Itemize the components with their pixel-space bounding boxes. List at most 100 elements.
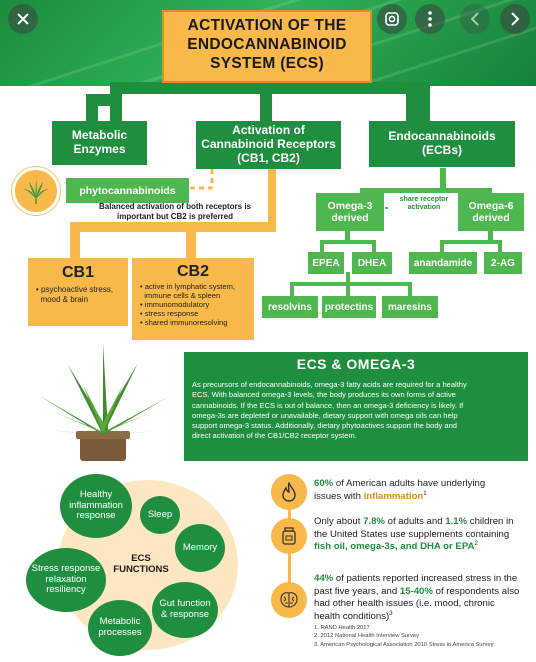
bottle-badge — [271, 518, 307, 554]
share-note-line-2: activation — [407, 203, 441, 211]
omega3-body-line-6: direct activation of the CB1/CB2 recepto… — [192, 431, 357, 441]
lens-icon — [385, 12, 399, 26]
next-image-button[interactable] — [500, 4, 530, 34]
balanced-note-line-2: important but CB2 is preferred — [116, 211, 233, 221]
stat3-highlight-1: 44% — [314, 573, 334, 584]
cb1-item-1: • psychoactive stress, — [36, 285, 114, 294]
omega3-line-1: Omega-3 — [327, 199, 373, 212]
stat3-highlight-2: 15-40% — [399, 585, 433, 597]
omega6-derived-box: Omega-6 derived — [458, 193, 524, 231]
function-sleep: Sleep — [140, 496, 180, 534]
cannabis-plant-illustration — [38, 343, 168, 461]
stat2-line2: the United States use supplements contai… — [314, 528, 510, 540]
previous-image-button[interactable] — [460, 4, 490, 34]
title-line-3: SYSTEM (ECS) — [210, 55, 324, 73]
metabolic-proc-line-2: processes — [98, 627, 142, 638]
share-receptor-note: share receptor activation — [388, 196, 460, 212]
phytocannabinoids-box: phytocannabinoids — [66, 178, 189, 203]
footnote-1: 1. RAND Health 2017 — [314, 625, 370, 631]
flame-badge — [271, 474, 307, 510]
function-stress-response: Stress response relaxation resiliency — [26, 548, 106, 612]
stat2-footnote-ref: 2 — [474, 541, 478, 548]
stat2-line3-green: fish oil, omega-3s, and DHA or EPA — [314, 541, 475, 553]
title-line-1: ACTIVATION OF THE — [187, 17, 347, 34]
cb1-box: CB1 • psychoactive stress, mood & brain — [28, 258, 128, 326]
cb2-item-2: immune cells & spleen — [140, 291, 221, 301]
omega3-body-line-5: support omega-3 status. Additionally, di… — [192, 421, 457, 430]
omega3-body-panel: As precursors of endocannabinoids, omega… — [184, 376, 528, 461]
gut-line-1: Gut function — [159, 598, 211, 610]
cb2-box: CB2 • active in lymphatic system, immune… — [132, 258, 254, 340]
endocannabinoids-box: Endocannabinoids (ECBs) — [369, 121, 515, 167]
function-metabolic-processes: Metabolic processes — [88, 600, 152, 656]
stat1-line2-pre: issues with — [314, 490, 364, 502]
close-icon — [17, 13, 29, 25]
omega3-heading: ECS & OMEGA-3 — [184, 352, 528, 376]
cannabinoid-receptors-box: Activation of Cannabinoid Receptors (CB1… — [196, 121, 341, 169]
omega3-body-line-3: cannabinoids. If the ECS is out of balan… — [192, 400, 464, 410]
balanced-activation-note: Balanced activation of both receptors is… — [80, 202, 270, 221]
omega3-body-line-4: omega-3s are depleted or unavailable, di… — [192, 410, 458, 420]
share-note-line-1: share receptor — [399, 196, 449, 203]
stat2-line1-mid: of adults and — [384, 516, 446, 527]
epea-box: EPEA — [308, 252, 344, 274]
gut-line-2: & response — [160, 609, 210, 620]
stat1-footnote-ref: 1 — [423, 490, 427, 497]
stat3-line3: had other health issues (i.e. mood, chro… — [314, 598, 495, 610]
stat-stress: 44% of patients reported increased stres… — [314, 573, 530, 624]
anandamide-box: anandamide — [409, 252, 477, 274]
stat3-line4: health conditions) — [314, 611, 390, 623]
ecbs-line-2: (ECBs) — [421, 143, 462, 157]
dhea-box: DHEA — [352, 252, 392, 274]
brain-badge — [271, 582, 307, 618]
metabolic-enzymes-line-1: Metabolic — [71, 128, 128, 143]
more-options-button[interactable] — [415, 4, 445, 34]
metabolic-enzymes-box: Metabolic Enzymes — [52, 121, 147, 165]
resolvins-box: resolvins — [262, 296, 318, 318]
balanced-note-line-1: Balanced activation of both receptors is — [98, 202, 252, 211]
cannabis-leaf-badge — [12, 167, 60, 215]
stress-line-1: Stress response — [31, 563, 101, 575]
healthy-line-3: response — [76, 510, 116, 522]
stress-line-2: relaxation — [45, 573, 87, 585]
supplement-bottle-icon — [282, 527, 296, 545]
cb1-item-2: mood & brain — [36, 295, 89, 304]
brain-icon — [280, 592, 298, 608]
stat1-line1-rest: of American adults have underlying — [333, 478, 486, 489]
omega6-line-1: Omega-6 — [468, 199, 514, 212]
cb2-item-1: • active in lymphatic system, — [140, 282, 236, 291]
stat3-line1-rest: of patients reported increased stress in… — [333, 573, 518, 584]
stat2-line1-pre: Only about — [314, 516, 364, 527]
omega6-line-2: derived — [472, 212, 510, 224]
stat-supplements: Only about 7.8% of adults and 1.1% child… — [314, 516, 530, 554]
stress-line-3: resiliency — [46, 584, 86, 596]
flame-icon — [282, 482, 296, 502]
protectins-box: protectins — [322, 296, 376, 318]
footnote-2: 2. 2012 National Health Interview Survey — [314, 633, 420, 640]
omega3-body-line-1: As precursors of endocannabinoids, omega… — [192, 380, 467, 389]
metabolic-proc-line-1: Metabolic — [99, 616, 141, 628]
close-button[interactable] — [8, 4, 38, 34]
healthy-line-1: Healthy — [79, 489, 113, 501]
lens-button[interactable] — [377, 4, 407, 34]
footnote-3: 3. American Psychological Association 20… — [314, 641, 494, 648]
stat1-highlight: 60% — [314, 478, 334, 489]
stat3-line2-pre: past five years, and — [314, 585, 400, 597]
cb1-title: CB1 — [61, 264, 94, 281]
page-title: ACTIVATION OF THE ENDOCANNABINOID SYSTEM… — [162, 10, 372, 83]
receptors-line-3: (CB1, CB2) — [237, 150, 300, 165]
metabolic-enzymes-line-2: Enzymes — [73, 142, 126, 156]
cb2-item-5: • shared immunoresolving — [140, 318, 228, 328]
footnotes: 1. RAND Health 2017 2. 2012 National Hea… — [314, 624, 532, 649]
stat3-footnote-ref: 3 — [389, 610, 393, 617]
healthy-line-2: inflammation — [69, 499, 123, 511]
stat1-inflammation-word: inflammation — [363, 490, 424, 502]
stat-inflammation: 60% of American adults have underlying i… — [314, 478, 530, 504]
function-gut: Gut function & response — [152, 582, 218, 638]
omega3-derived-box: Omega-3 derived — [316, 193, 384, 231]
maresins-box: maresins — [382, 296, 438, 318]
receptors-line-2: Cannabinoid Receptors — [201, 137, 336, 152]
ecbs-line-1: Endocannabinoids — [388, 129, 496, 144]
more-vert-icon — [428, 11, 432, 27]
functions-center-line-2: FUNCTIONS — [113, 564, 169, 575]
